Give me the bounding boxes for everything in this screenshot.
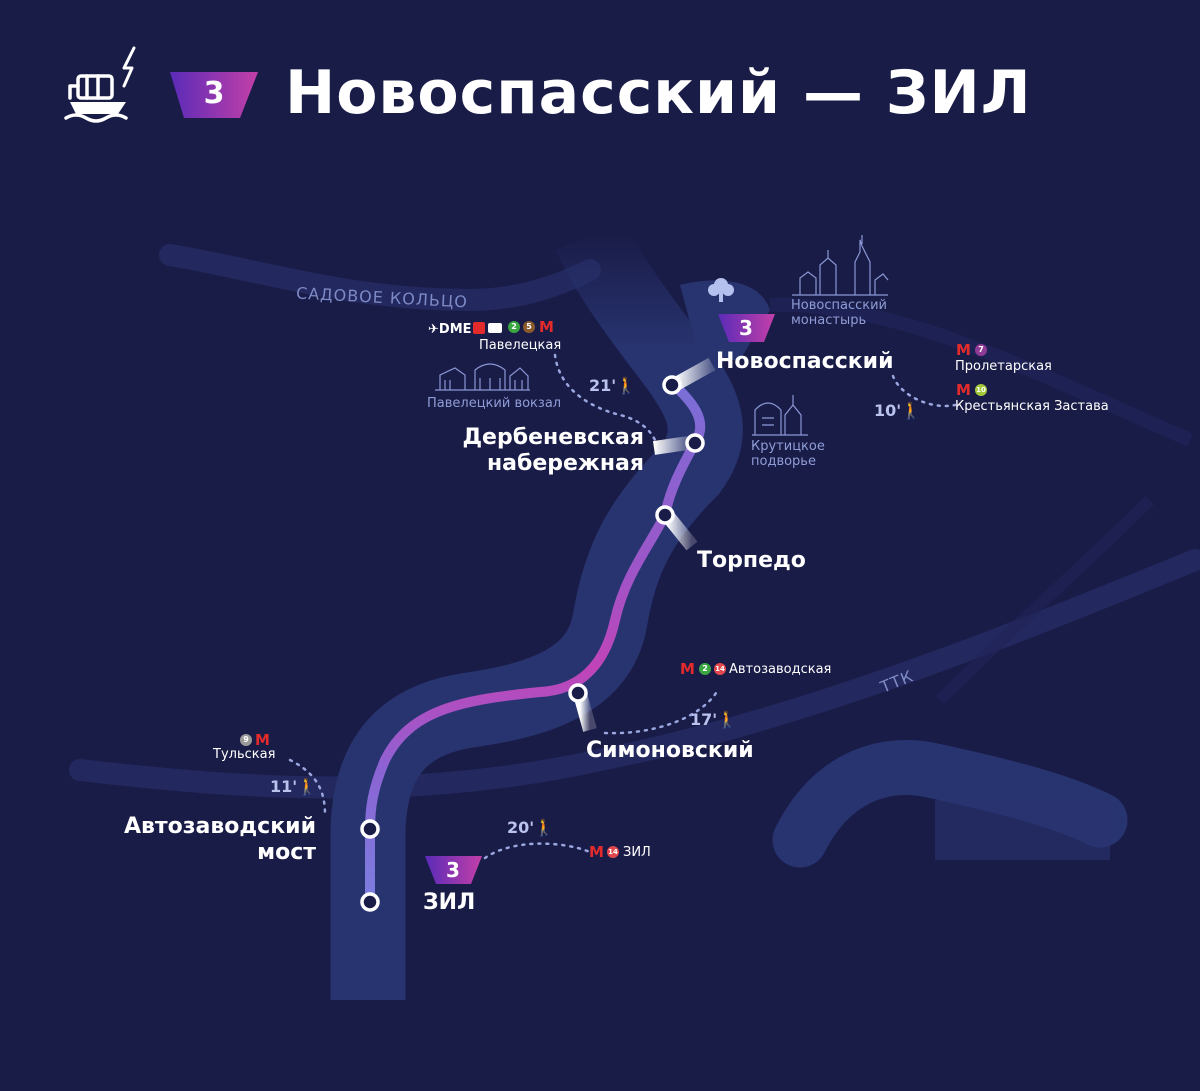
walk-path-paveletskaya xyxy=(553,353,657,442)
train-icon xyxy=(488,323,502,333)
landmark-monastery-line2: монастырь xyxy=(791,313,867,328)
station-torpedo: Торпедо xyxy=(697,548,806,573)
dme-label: ✈DME xyxy=(428,322,472,338)
line-7-badge: 7 xyxy=(975,344,987,356)
walk-time-tulskaya-value: 11' xyxy=(270,777,298,796)
line-2-badge: 2 xyxy=(508,321,520,333)
landmark-krutitskoe-line1: Крутицкое xyxy=(751,439,825,454)
walk-path-avtozavodskaya xyxy=(603,688,720,735)
line-5-badge: 5 xyxy=(523,321,535,333)
dme-text: DME xyxy=(438,322,472,337)
walk-icon: 🚶 xyxy=(534,818,555,837)
walk-path-tulskaya xyxy=(288,758,327,817)
landmark-monastery-line1: Новоспасский xyxy=(791,298,888,313)
station-marker-zil xyxy=(360,892,380,912)
walk-time-tulskaya: 11'🚶 xyxy=(270,777,317,796)
road-east xyxy=(935,495,1155,705)
page-title: Новоспасский — ЗИЛ xyxy=(285,58,1032,128)
station-derbenevskaya-line1: Дербеневская xyxy=(462,425,644,450)
walk-time-paveletskaya: 21'🚶 xyxy=(589,376,636,395)
landmark-paveletsky-station: Павелецкий вокзал xyxy=(427,396,562,411)
line-10-badge: 10 xyxy=(975,384,987,396)
novospassky-monastery-building xyxy=(792,235,889,296)
line-2-badge-avtozavodskaya: 2 xyxy=(699,663,711,675)
walk-time-paveletskaya-value: 21' xyxy=(589,376,617,395)
route-number-header: 3 xyxy=(203,76,225,111)
station-marker-avtozavodsky xyxy=(360,819,380,839)
krestyanskaya-name: Крестьянская Застава xyxy=(955,399,1109,414)
krutitskoe-building xyxy=(752,395,808,436)
station-avtozavodsky-line1: Автозаводский xyxy=(123,814,316,839)
station-derbenevskaya-line2: набережная xyxy=(486,451,644,476)
walk-time-zil-value: 20' xyxy=(507,818,535,837)
station-simonovsky: Симоновский xyxy=(586,738,754,763)
walk-time-krestyanskaya: 10'🚶 xyxy=(874,401,921,420)
proletarskaya-name: Пролетарская xyxy=(955,359,1052,374)
walk-path-zil xyxy=(483,842,592,860)
metro-icon-zil: М xyxy=(589,843,604,861)
metro-icon-krestyanskaya: М xyxy=(956,381,971,399)
line-9-badge: 9 xyxy=(240,734,252,746)
walk-time-zil: 20'🚶 xyxy=(507,818,554,837)
walk-time-avtozavodskaya-value: 17' xyxy=(690,710,718,729)
route-badge-header xyxy=(170,72,258,118)
pavelets-red-icon xyxy=(473,322,485,334)
tulskaya-name: Тульская xyxy=(213,747,276,762)
walk-icon: 🚶 xyxy=(616,376,637,395)
metro-icon-avtozavodskaya: М xyxy=(680,660,695,678)
terminal-badge-south-shape xyxy=(425,856,482,884)
station-marker-simonovsky xyxy=(568,683,588,703)
walk-time-krestyanskaya-value: 10' xyxy=(874,401,902,420)
avtozavodskaya-name: Автозаводская xyxy=(729,662,832,677)
walk-icon: 🚶 xyxy=(717,710,738,729)
paveletskaya-name: Павелецкая xyxy=(479,338,562,353)
station-marker-novospassky xyxy=(662,375,682,395)
plane-icon: ✈ xyxy=(428,322,439,337)
zil-mcc-name: ЗИЛ xyxy=(623,845,651,860)
station-marker-torpedo xyxy=(655,505,675,525)
terminal-badge-north: 3 xyxy=(739,316,753,340)
landmark-krutitskoe-line2: подворье xyxy=(751,454,816,469)
line-14-badge-zil: 14 xyxy=(607,846,619,858)
paveletsky-station-building xyxy=(435,363,530,391)
walk-time-avtozavodskaya: 17'🚶 xyxy=(690,710,737,729)
station-avtozavodsky-line2: мост xyxy=(257,840,316,865)
metro-icon-paveletskaya: М xyxy=(539,318,554,336)
terminal-badge-north-shape xyxy=(718,314,775,342)
station-zil: ЗИЛ xyxy=(423,890,476,915)
line-14-badge-avtozavodskaya: 14 xyxy=(714,663,726,675)
walk-icon: 🚶 xyxy=(901,401,922,420)
metro-icon-proletarskaya: М xyxy=(956,341,971,359)
station-marker-derbenevskaya xyxy=(685,433,705,453)
park-icon xyxy=(708,278,734,302)
station-novospassky: Новоспасский xyxy=(716,349,894,374)
walk-icon: 🚶 xyxy=(297,777,318,796)
garden-ring-road xyxy=(159,244,601,312)
walk-path-krestyanskaya xyxy=(891,374,957,408)
terminal-badge-south: 3 xyxy=(446,858,460,882)
metro-icon-tulskaya: М xyxy=(255,731,270,749)
electric-boat-icon xyxy=(64,46,136,123)
